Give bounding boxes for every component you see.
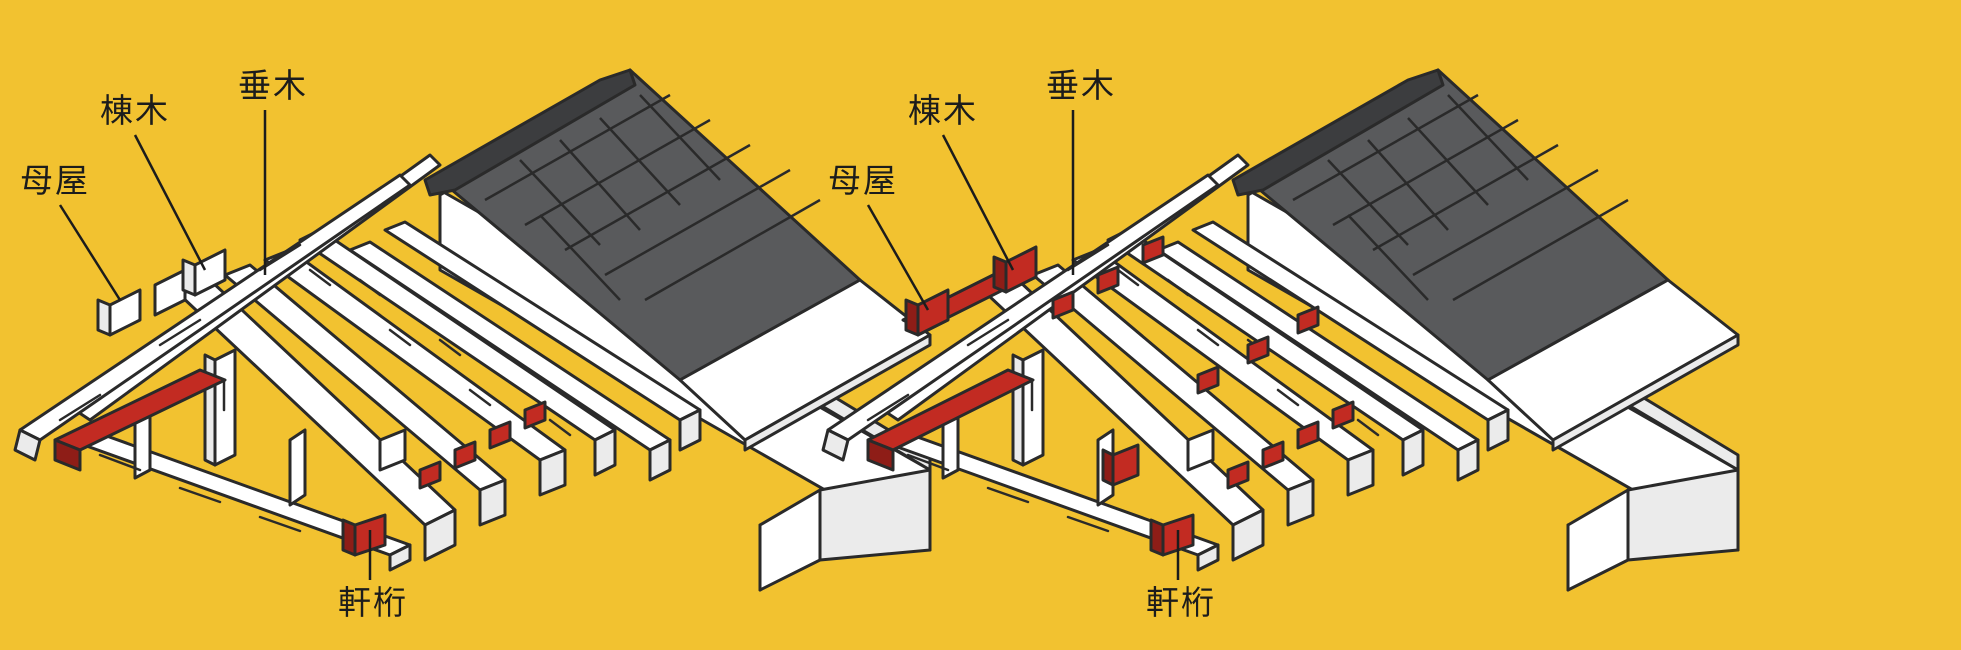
- rafter-blocks-red: [1051, 235, 1355, 490]
- label-taruki: 垂木: [1046, 66, 1116, 105]
- diagram-right: 母屋 棟木 垂木 軒桁: [821, 66, 1740, 622]
- label-taruki: 垂木: [238, 66, 308, 105]
- label-nokigeta: 軒桁: [338, 583, 408, 622]
- label-moya: 母屋: [828, 161, 898, 200]
- purlin-white: [96, 268, 187, 337]
- ridge-beam-red: [992, 245, 1038, 294]
- label-moya: 母屋: [20, 161, 90, 200]
- diagram-left: 母屋 棟木 垂木 軒桁: [13, 66, 932, 622]
- label-nokigeta: 軒桁: [1146, 583, 1216, 622]
- label-munagi: 棟木: [908, 91, 978, 130]
- eave-blocks-red: [418, 400, 547, 490]
- ridge-beam-white: [181, 248, 227, 297]
- label-munagi: 棟木: [100, 91, 170, 130]
